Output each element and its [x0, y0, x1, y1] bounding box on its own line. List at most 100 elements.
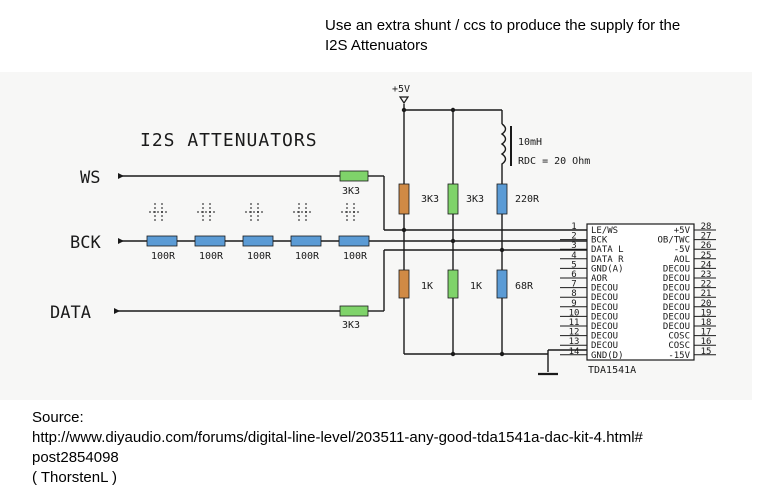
resistor-bck-5	[338, 235, 370, 247]
resistor-bck-3	[242, 235, 274, 247]
ic-left-pin-number: 12	[569, 328, 580, 338]
ic-left-pin-number: 6	[571, 270, 576, 280]
bck-resistor-label-3: 100R	[247, 251, 272, 262]
ic-left-pin-number: 4	[571, 251, 576, 261]
ic-left-pin-number: 11	[569, 318, 580, 328]
junction-dots	[401, 107, 505, 357]
lower-resistor-label-3: 68R	[515, 281, 534, 292]
ic-right-pin-number: 17	[701, 328, 712, 338]
ic-left-pin-name: LE/WS	[591, 226, 618, 236]
source-url-line-1: http://www.diyaudio.com/forums/digital-l…	[32, 429, 643, 446]
ic-right-pin-name: DECOU	[663, 284, 690, 294]
ic-right-pin-number: 26	[701, 241, 712, 251]
ic-left-pin-number: 10	[569, 308, 580, 318]
ic-right-pin-name: DECOU	[663, 274, 690, 284]
series-resistors	[146, 170, 370, 317]
ic-right-pin-number: 25	[701, 251, 712, 261]
data-resistor-label: 3K3	[342, 320, 360, 331]
resistor-bck-1	[146, 235, 178, 247]
bck-resistor-label-4: 100R	[295, 251, 320, 262]
ic-left-pin-name: DECOU	[591, 341, 618, 351]
resistor-upper-2	[447, 183, 459, 215]
ic-right-pin-number: 27	[701, 232, 712, 242]
ic-right-pin-number: 21	[701, 289, 712, 299]
ic-left-pin-number: 14	[569, 347, 580, 357]
input-arrows	[114, 173, 124, 314]
ic-left-pin-number: 9	[571, 299, 576, 309]
ic-left-pin-number: 1	[571, 222, 576, 232]
ic-left-pin-number: 8	[571, 289, 576, 299]
input-bck-label: BCK	[70, 233, 101, 253]
upper-resistor-label-2: 3K3	[466, 194, 484, 205]
source-citation: Source: http://www.diyaudio.com/forums/d…	[32, 408, 762, 488]
ic-left-pin-name: DECOU	[591, 312, 618, 322]
ic-tda1541a	[586, 223, 695, 361]
ic-right-pin-number: 23	[701, 270, 712, 280]
ic-right-pin-name: COSC	[668, 332, 690, 342]
ic-left-pin-name: DECOU	[591, 303, 618, 313]
bck-resistor-label-2: 100R	[199, 251, 224, 262]
ic-left-pin-name: DECOU	[591, 293, 618, 303]
ic-left-pin-name: BCK	[591, 236, 608, 246]
supply-label: +5V	[392, 84, 410, 95]
ic-left-pin-name: GND(A)	[591, 264, 624, 274]
resistor-bck-4	[290, 235, 322, 247]
ic-left-pin-name: DATA L	[591, 245, 624, 255]
ic-left-pin-number: 7	[571, 280, 576, 290]
ic-left-pin-number: 5	[571, 260, 576, 270]
optional-capacitor-markers	[149, 203, 360, 221]
ic-left-pin-name: DATA R	[591, 255, 624, 265]
ic-right-pin-number: 19	[701, 308, 712, 318]
ic-name: TDA1541A	[588, 365, 636, 376]
ic-right-pin-name: -15V	[668, 351, 690, 361]
ic-left-pin-number: 3	[571, 241, 576, 251]
resistor-upper-1	[398, 183, 410, 215]
ic-right-pin-name: DECOU	[663, 264, 690, 274]
ic-left-pin-number: 2	[571, 232, 576, 242]
schematic-title: I2S ATTENUATORS	[140, 130, 318, 151]
upper-resistor-label-3: 220R	[515, 194, 540, 205]
supply-symbol	[398, 96, 410, 105]
ic-left-pin-name: DECOU	[591, 284, 618, 294]
source-label: Source:	[32, 409, 84, 426]
lower-resistor-label-2: 1K	[470, 281, 482, 292]
ic-right-pin-number: 22	[701, 280, 712, 290]
note-line-1: Use an extra shunt / ccs to produce the …	[325, 17, 681, 34]
inductor	[500, 123, 507, 170]
lower-resistor-label-1: 1K	[421, 281, 433, 292]
resistor-lower-2	[447, 269, 459, 299]
ws-resistor-label: 3K3	[342, 186, 360, 197]
resistor-upper-3	[496, 183, 508, 215]
ic-right-pin-number: 28	[701, 222, 712, 232]
ic-right-pin-name: OB/TWC	[657, 236, 690, 246]
bck-resistor-label-5: 100R	[343, 251, 368, 262]
resistor-bck-2	[194, 235, 226, 247]
input-data-label: DATA	[50, 303, 91, 323]
resistor-lower-3	[496, 269, 508, 299]
ic-right-pin-name: DECOU	[663, 303, 690, 313]
source-url-line-2: post2854098	[32, 449, 119, 466]
ic-right-pin-number: 15	[701, 347, 712, 357]
bck-resistor-label-1: 100R	[151, 251, 176, 262]
ic-right-pin-name: COSC	[668, 341, 690, 351]
ic-left-pin-name: DECOU	[591, 322, 618, 332]
ic-left-pin-name: AOR	[591, 274, 608, 284]
ic-right-pin-number: 24	[701, 260, 712, 270]
note-line-2: I2S Attenuators	[325, 37, 428, 54]
upper-resistor-label-1: 3K3	[421, 194, 439, 205]
ic-right-pin-name: DECOU	[663, 322, 690, 332]
ic-right-pin-name: -5V	[674, 245, 691, 255]
inductor-core	[510, 126, 512, 166]
annotation-note: Use an extra shunt / ccs to produce the …	[325, 16, 765, 56]
resistor-lower-1	[398, 269, 410, 299]
ic-left-pin-number: 13	[569, 337, 580, 347]
ic-right-pin-number: 20	[701, 299, 712, 309]
ic-right-pin-number: 16	[701, 337, 712, 347]
ic-right-pin-name: +5V	[674, 226, 691, 236]
ic-right-pin-number: 18	[701, 318, 712, 328]
ic-right-pin-name: DECOU	[663, 293, 690, 303]
divider-resistors	[398, 183, 508, 299]
input-ws-label: WS	[80, 168, 100, 188]
ic-left-pin-name: GND(D)	[591, 351, 624, 361]
